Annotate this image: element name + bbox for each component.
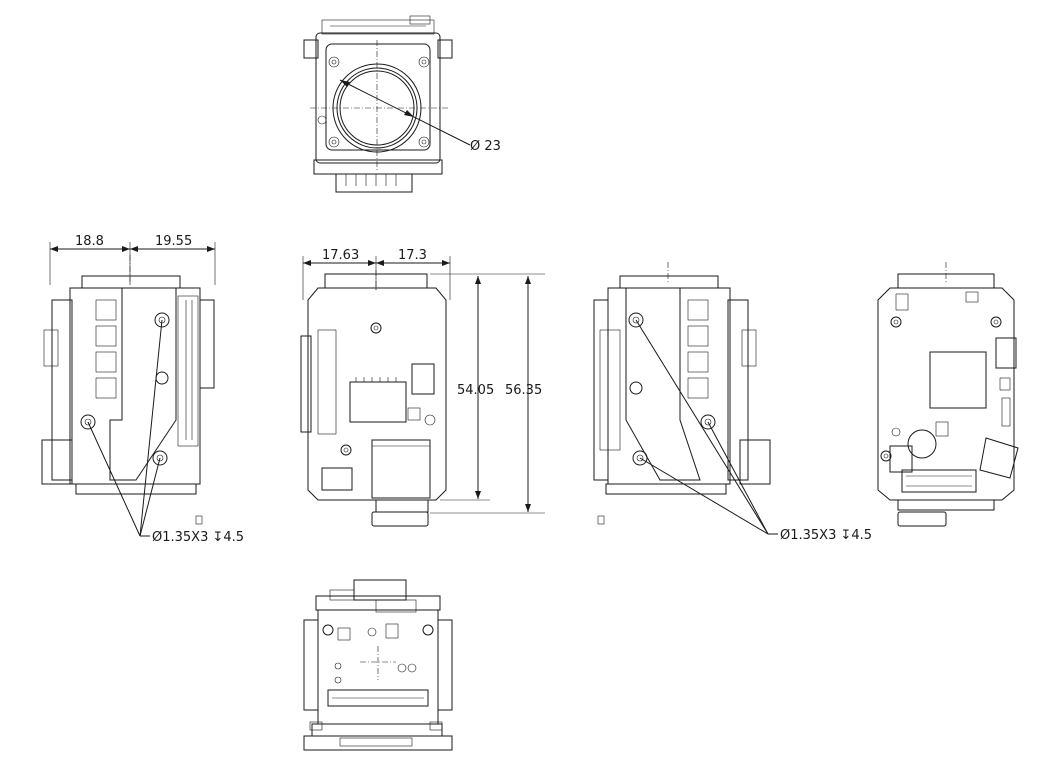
front-view: 17.63 17.3 54.05 5 — [300, 248, 545, 527]
right-hole-note: Ø1.35X3 ↧4.5 — [780, 528, 872, 543]
right-view: Ø1.35X3 ↧4.5 — [593, 262, 872, 543]
left-width-left: 18.8 — [75, 234, 104, 249]
left-hole-note: Ø1.35X3 ↧4.5 — [152, 530, 244, 545]
top-view: Ø 23 — [303, 15, 501, 193]
top-diameter-label: Ø 23 — [470, 139, 501, 154]
rear-view — [877, 262, 1019, 527]
front-width-left: 17.63 — [322, 248, 359, 263]
left-width-right: 19.55 — [155, 234, 192, 249]
front-height-outer: 56.35 — [505, 383, 542, 398]
front-width-right: 17.3 — [398, 248, 427, 263]
bottom-view — [303, 579, 453, 751]
front-height-inner: 54.05 — [457, 383, 494, 398]
left-view: 18.8 19.55 Ø1.35X3 ↧4.5 — [41, 234, 244, 545]
